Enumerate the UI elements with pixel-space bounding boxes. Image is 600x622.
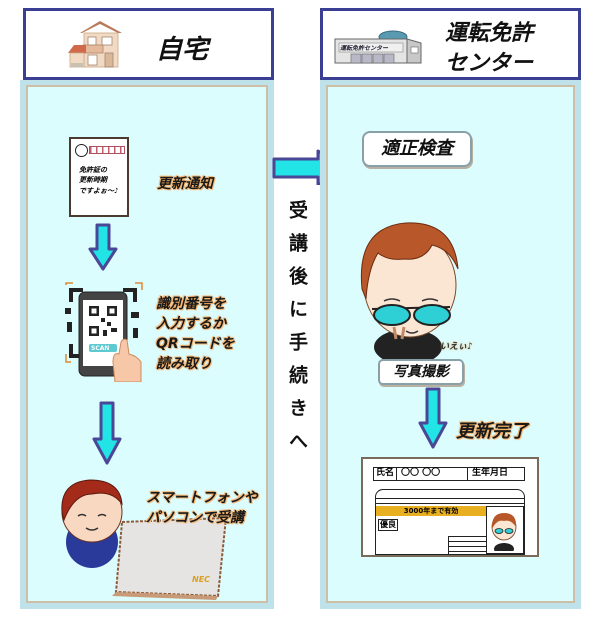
postcard-text-1: 免許証の	[79, 166, 107, 174]
photo-speech-text: いえぃ♪	[440, 342, 473, 352]
building-sign-text: 運転免許センター	[340, 45, 389, 52]
photo-label-text: 写真撮影	[393, 364, 449, 380]
renewal-notice-caption: 更新通知	[157, 176, 213, 192]
down-arrow-icon	[92, 401, 122, 465]
license-photo	[486, 506, 524, 554]
license-center-header: 運転免許センター 運転免許 センター	[320, 8, 581, 80]
qr-caption-2: 入力するか	[156, 316, 226, 332]
name-value: 〇〇 〇〇	[397, 468, 469, 480]
qr-caption-3: QRコードを	[156, 336, 235, 352]
qr-caption-1: 識別番号を	[156, 296, 226, 312]
scan-button-label: SCAN	[91, 345, 110, 352]
aptitude-test-label: 適正検査	[362, 131, 472, 167]
license-center-title-2: センター	[445, 51, 534, 76]
home-panel: 免許証の 更新時期 ですよぉ〜♪ 更新通知	[26, 85, 268, 603]
name-label: 氏名	[374, 468, 398, 480]
postcard-text-2: 更新時期	[79, 176, 107, 184]
home-header: 自宅	[23, 8, 274, 80]
renewal-complete-caption: 更新完了	[456, 421, 528, 442]
middle-divider	[274, 185, 320, 475]
postcard-postal-boxes	[89, 146, 125, 154]
license-stripe	[376, 498, 524, 504]
postcard-stamp-circle	[75, 144, 88, 157]
person-laptop-icon: NEC	[52, 472, 252, 602]
photo-label: 写真撮影	[378, 359, 464, 385]
laptop-brand-label: NEC	[192, 575, 211, 584]
dob-label: 生年月日	[472, 468, 509, 478]
license-inner-card: 3000年まで有効 優良	[375, 489, 525, 555]
after-lecture-text: 受講後に手続きへ	[286, 200, 308, 464]
license-center-panel: 適正検査 いえぃ♪ 写真撮影 更新完了 氏名 〇〇 〇〇 生年月日	[326, 85, 575, 603]
smartphone-qr-icon: SCAN	[65, 282, 145, 383]
house-icon	[68, 19, 124, 69]
license-card: 氏名 〇〇 〇〇 生年月日 3000年まで有効 優良	[361, 457, 539, 557]
postcard-text-3: ですよぉ〜♪	[79, 187, 119, 195]
down-arrow-icon	[88, 223, 118, 271]
license-name-row: 氏名 〇〇 〇〇 生年月日	[373, 467, 525, 481]
license-lines	[448, 536, 486, 554]
lecture-caption-2: パソコンで受講	[146, 510, 244, 526]
person-sunglasses-icon	[350, 209, 480, 365]
license-center-title-1: 運転免許	[445, 21, 534, 46]
license-center-building-icon: 運転免許センター	[333, 27, 425, 65]
home-header-title: 自宅	[156, 35, 209, 65]
qr-caption-4: 読み取り	[156, 356, 212, 372]
lecture-caption-1: スマートフォンや	[146, 490, 258, 506]
aptitude-test-text: 適正検査	[381, 138, 453, 159]
down-arrow-icon	[418, 387, 448, 449]
excellent-badge: 優良	[378, 519, 398, 531]
validity-bar: 3000年まで有効	[376, 506, 486, 516]
postcard-icon: 免許証の 更新時期 ですよぉ〜♪	[69, 137, 129, 217]
